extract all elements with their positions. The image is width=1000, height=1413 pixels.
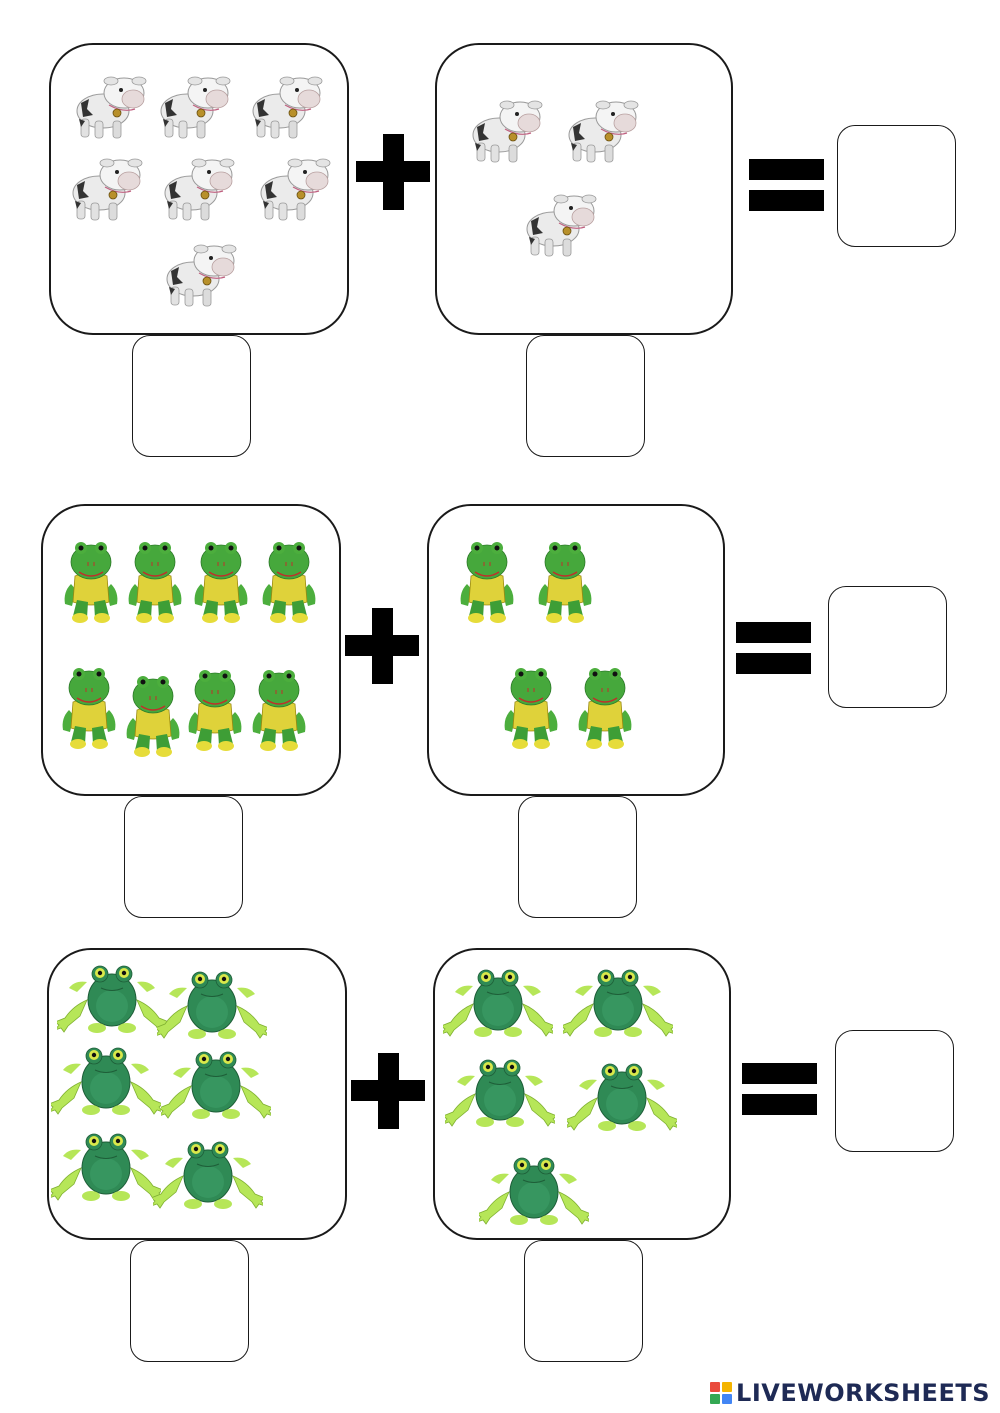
frog-toy-icon bbox=[443, 964, 553, 1044]
sum-answer-box[interactable] bbox=[828, 586, 947, 708]
sum-answer-box[interactable] bbox=[835, 1030, 954, 1152]
left-count-answer-box[interactable] bbox=[124, 796, 243, 918]
cow-icon bbox=[519, 181, 599, 261]
sum-answer-box[interactable] bbox=[837, 125, 956, 247]
right-count-answer-box[interactable] bbox=[524, 1240, 643, 1362]
cow-icon bbox=[465, 87, 545, 167]
frog-plush-group-left bbox=[41, 504, 341, 796]
frog-toy-icon bbox=[157, 966, 267, 1046]
cow-group-left bbox=[49, 43, 349, 335]
frog-plush-icon bbox=[457, 526, 517, 636]
frog-toy-icon bbox=[51, 1042, 161, 1122]
right-count-answer-box[interactable] bbox=[526, 335, 645, 457]
frog-plush-icon bbox=[501, 652, 561, 762]
cow-icon bbox=[65, 145, 145, 225]
frog-plush-icon bbox=[185, 654, 245, 764]
plus-icon bbox=[356, 134, 430, 210]
logo-tile bbox=[722, 1394, 733, 1404]
plus-icon bbox=[345, 608, 419, 684]
cow-icon bbox=[69, 63, 149, 143]
frog-toy-icon bbox=[479, 1152, 589, 1232]
cow-icon bbox=[245, 63, 325, 143]
equals-icon bbox=[736, 622, 811, 674]
frog-toy-group-left bbox=[47, 948, 347, 1240]
frog-plush-icon bbox=[123, 660, 183, 770]
logo-tile bbox=[710, 1394, 721, 1404]
cow-icon bbox=[159, 231, 239, 311]
frog-plush-group-right bbox=[427, 504, 725, 796]
frog-plush-icon bbox=[259, 526, 319, 636]
cow-icon bbox=[157, 145, 237, 225]
frog-plush-icon bbox=[125, 526, 185, 636]
right-count-answer-box[interactable] bbox=[518, 796, 637, 918]
cow-icon bbox=[561, 87, 641, 167]
equals-icon bbox=[749, 159, 824, 211]
left-count-answer-box[interactable] bbox=[132, 335, 251, 457]
frog-plush-icon bbox=[249, 654, 309, 764]
frog-toy-icon bbox=[563, 964, 673, 1044]
frog-plush-icon bbox=[535, 526, 595, 636]
logo-tile bbox=[722, 1382, 733, 1392]
frog-plush-icon bbox=[191, 526, 251, 636]
equals-icon bbox=[742, 1063, 817, 1115]
cow-icon bbox=[253, 145, 333, 225]
frog-toy-icon bbox=[57, 960, 167, 1040]
frog-toy-icon bbox=[567, 1058, 677, 1138]
frog-plush-icon bbox=[575, 652, 635, 762]
frog-toy-icon bbox=[445, 1054, 555, 1134]
brand-logo-icon bbox=[710, 1382, 733, 1404]
logo-tile bbox=[710, 1382, 721, 1392]
brand-name: LIVEWORKSHEETS bbox=[736, 1379, 990, 1407]
frog-toy-icon bbox=[161, 1046, 271, 1126]
frog-toy-group-right bbox=[433, 948, 731, 1240]
frog-toy-icon bbox=[153, 1136, 263, 1216]
cow-group-right bbox=[435, 43, 733, 335]
frog-toy-icon bbox=[51, 1128, 161, 1208]
frog-plush-icon bbox=[59, 652, 119, 762]
left-count-answer-box[interactable] bbox=[130, 1240, 249, 1362]
liveworksheets-logo: LIVEWORKSHEETS bbox=[710, 1378, 990, 1408]
plus-icon bbox=[351, 1053, 425, 1129]
frog-plush-icon bbox=[61, 526, 121, 636]
cow-icon bbox=[153, 63, 233, 143]
